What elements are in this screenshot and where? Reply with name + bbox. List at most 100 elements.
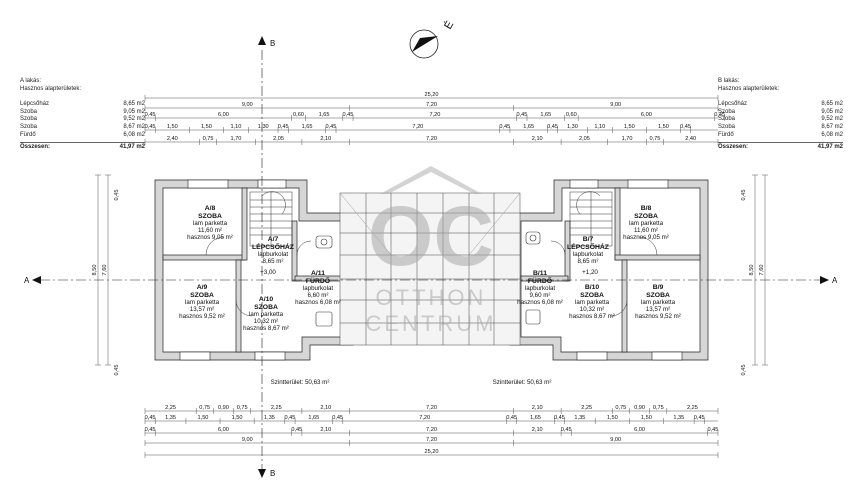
dimension-label: 2,10 <box>320 427 331 433</box>
dimension-label: 1,65 <box>540 112 551 118</box>
wall <box>241 187 248 261</box>
dimension-label: 7,60 <box>102 265 108 276</box>
dimension-label: 8,50 <box>92 265 98 276</box>
section-markers: B B A A <box>24 36 838 478</box>
dimension-label: 1,50 <box>232 415 243 421</box>
wall <box>520 275 569 282</box>
dimension-label: 0,45 <box>145 415 156 421</box>
svg-text:A/11: A/11 <box>311 270 325 277</box>
watermark-monogram: OC <box>368 189 494 283</box>
room-b10: B/10 SZOBA lam parketta 10,32 m² hasznos… <box>569 284 615 320</box>
svg-text:LÉPCSŐHÁZ: LÉPCSŐHÁZ <box>252 242 294 251</box>
dimension-label: 9,00 <box>610 437 621 443</box>
dimension-label: 0,45 <box>694 415 705 421</box>
section-b-bottom-label: B <box>270 469 275 478</box>
wall <box>621 259 628 353</box>
section-a-left-arrow-icon <box>32 276 41 284</box>
svg-text:9,60 m²: 9,60 m² <box>530 292 551 299</box>
wall <box>564 220 571 282</box>
staircase-b <box>569 191 613 247</box>
dimension-label: 1,50 <box>607 415 618 421</box>
dimension-label: 1,70 <box>231 136 242 142</box>
dimension-label: 6,00 <box>634 427 645 433</box>
dimension-label: 0,45 <box>145 112 156 118</box>
dimension-label: 0,75 <box>237 405 248 411</box>
dimension-label: 2,10 <box>532 427 543 433</box>
dimension-label: 0,45 <box>741 365 747 376</box>
svg-text:lam parketta: lam parketta <box>641 299 676 306</box>
svg-text:13,57 m²: 13,57 m² <box>646 306 670 313</box>
svg-text:hasznos 6,08 m²: hasznos 6,08 m² <box>517 299 563 306</box>
level-marker-a: +3,00 <box>260 269 276 276</box>
svg-text:lam parketta: lam parketta <box>575 299 610 306</box>
dimension-label: 9,00 <box>242 102 253 108</box>
dimension-label: 7,20 <box>426 437 437 443</box>
door-swings <box>205 236 658 317</box>
dimension-label: 0,45 <box>516 112 527 118</box>
dimension-label: 6,00 <box>218 112 229 118</box>
legend-a-subtitle: Hasznos alapterületek: <box>20 85 82 92</box>
dimension-label: 1,65 <box>530 415 541 421</box>
dimension-label: 1,35 <box>165 415 176 421</box>
svg-text:6,60 m²: 6,60 m² <box>308 292 329 299</box>
dimension-label: 0,45 <box>278 124 289 130</box>
svg-text:lapburkolat: lapburkolat <box>573 251 604 258</box>
svg-text:B/11: B/11 <box>533 270 547 277</box>
dimension-label: 0,45 <box>114 190 120 201</box>
wall <box>614 187 621 261</box>
dimension-label: 2,05 <box>579 136 590 142</box>
floor-area-b: Szintterület: 50,63 m² <box>493 379 552 386</box>
dimension-label: 2,10 <box>532 405 543 411</box>
svg-text:hasznos 8,67 m²: hasznos 8,67 m² <box>569 313 615 320</box>
wall <box>235 259 242 353</box>
dimension-label: 1,35 <box>264 415 275 421</box>
dimension-label: 2,05 <box>273 136 284 142</box>
dimension-label: 0,45 <box>554 415 565 421</box>
dimension-label: 0,75 <box>203 136 214 142</box>
watermark-line2: CENTRUM <box>366 311 497 336</box>
svg-text:11,60 m²: 11,60 m² <box>634 227 658 234</box>
svg-text:lapburkolat: lapburkolat <box>303 285 334 292</box>
svg-text:10,32 m²: 10,32 m² <box>580 306 604 313</box>
section-b-bottom-arrow-icon <box>258 469 266 478</box>
terrace-grid <box>339 192 521 346</box>
dimension-label: 0,45 <box>332 415 343 421</box>
dimension-label: 25,20 <box>425 449 439 455</box>
north-label: É <box>441 19 456 32</box>
dimension-label: 0,45 <box>499 124 510 130</box>
svg-text:FÜRDŐ: FÜRDŐ <box>528 276 552 285</box>
svg-text:lam parketta: lam parketta <box>249 311 284 318</box>
room-a8: A/8 SZOBA lam parketta 11,60 m² hasznos … <box>187 205 233 241</box>
dimension-label: 6,00 <box>218 427 229 433</box>
dimension-label: 2,25 <box>271 405 282 411</box>
svg-text:hasznos 8,67 m²: hasznos 8,67 m² <box>243 325 289 332</box>
dimension-label: 0,75 <box>653 405 664 411</box>
dimension-label: 0,45 <box>547 124 558 130</box>
svg-text:hasznos 9,05 m²: hasznos 9,05 m² <box>623 234 669 241</box>
dimension-label: 7,20 <box>426 405 437 411</box>
svg-text:lam parketta: lam parketta <box>193 220 228 227</box>
svg-text:8,65 m²: 8,65 m² <box>578 258 599 265</box>
dimension-label: 0,45 <box>561 427 572 433</box>
windows <box>179 179 683 361</box>
svg-text:B/7: B/7 <box>583 236 594 243</box>
svg-text:lapburkolat: lapburkolat <box>525 285 556 292</box>
dimension-label: 1,10 <box>594 124 605 130</box>
section-b-top-label: B <box>270 39 275 48</box>
dimension-label: 7,20 <box>412 124 423 130</box>
staircase-a <box>249 191 293 247</box>
room-a11: A/11 FÜRDŐ lapburkolat 6,60 m² hasznos 6… <box>295 270 341 306</box>
svg-text:FÜRDŐ: FÜRDŐ <box>306 276 330 285</box>
dimension-label: 0,45 <box>342 112 353 118</box>
section-a-right-label: A <box>832 276 838 285</box>
section-a-left-label: A <box>24 276 30 285</box>
room-labels: A/8 SZOBA lam parketta 11,60 m² hasznos … <box>179 205 681 386</box>
north-arrow-icon <box>412 36 438 52</box>
svg-text:A/7: A/7 <box>268 236 279 243</box>
svg-text:SZOBA: SZOBA <box>646 292 670 299</box>
